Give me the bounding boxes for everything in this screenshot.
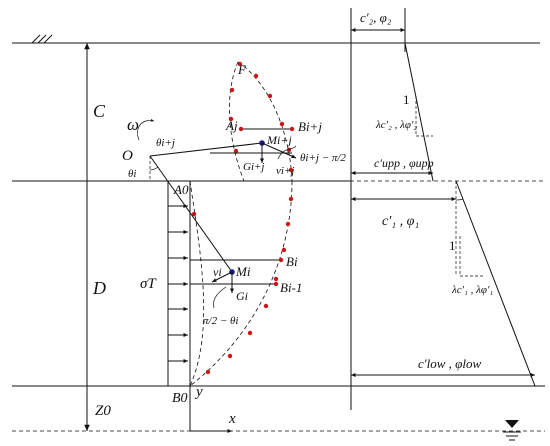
velocity-i-arrow [211,271,233,283]
axis-x-label: x [228,411,236,427]
ground-hatch-icon [31,34,53,44]
point-aj-label: Aj [225,118,238,133]
theta-ij-label: θi+j [156,137,175,149]
radius-upper [149,142,263,157]
lower-slope-one: 1 [449,238,456,253]
point-gij-label: Gi+j [243,161,264,173]
upper-params-label: c′upp , φupp [374,156,434,170]
upper-profile-line [404,42,434,182]
theta-i-label: θi [128,168,136,180]
water-table-icon [503,420,521,441]
theta-i-arc [149,166,159,171]
axis-y-label: y [194,384,203,400]
weight-i-label: Gi [236,289,248,303]
point-mij-label: Mi+j [266,133,292,147]
upper-lambda-label: λc′₂ , λφ′₂ [375,119,417,131]
lower-inner-curve [189,180,205,387]
point-bij-label: Bi+j [298,119,322,134]
point-f-label: F [237,62,247,77]
angle-ij-leader [277,145,297,160]
radius-lower [149,155,233,273]
upper-slope-one: 1 [403,92,410,107]
point-bi-label: Bi [286,254,298,269]
point-bi1-marker [273,281,279,287]
angle-i-leader [213,286,227,309]
stress-arrows [168,204,188,363]
top-params-label: c′₂, φ₂ [360,10,392,25]
lower-angle-arc [455,198,464,201]
upper-layer-label: C [93,101,106,121]
low-params-label: c′low , φlow [418,356,481,371]
angle-i-label: π/2 − θi [203,315,238,327]
point-bi-marker [278,257,284,263]
point-a0-label: A0 [173,182,189,197]
lower-outer-curve [189,180,293,387]
z0-label: Z0 [95,403,111,419]
omega-label: ω [127,115,139,134]
rotation-arrow [137,118,155,141]
lower-lambda-label: λc′₁ , λφ′₁ [451,284,493,296]
lower-profile-line [455,180,536,387]
angle-ij-label: θi+j − π/2 [300,152,346,164]
point-aj-marker [238,126,244,132]
ground-surface [12,34,540,44]
point-mi-label: Mi [235,264,251,279]
lower-layer-label: D [92,278,106,298]
c1-params-label: c′₁ , φ₁ [382,214,419,229]
point-b0-label: B0 [172,391,188,406]
origin-label: O [122,148,133,164]
velocity-ij-label: vi+j [276,165,294,177]
sigma-label: σT [140,276,157,292]
point-bij-marker [289,126,295,132]
velocity-i-label: vi [213,265,222,279]
velocity-ij-arrow [261,142,297,159]
curve-points [191,61,294,375]
point-bi1-label: Bi-1 [280,280,302,295]
